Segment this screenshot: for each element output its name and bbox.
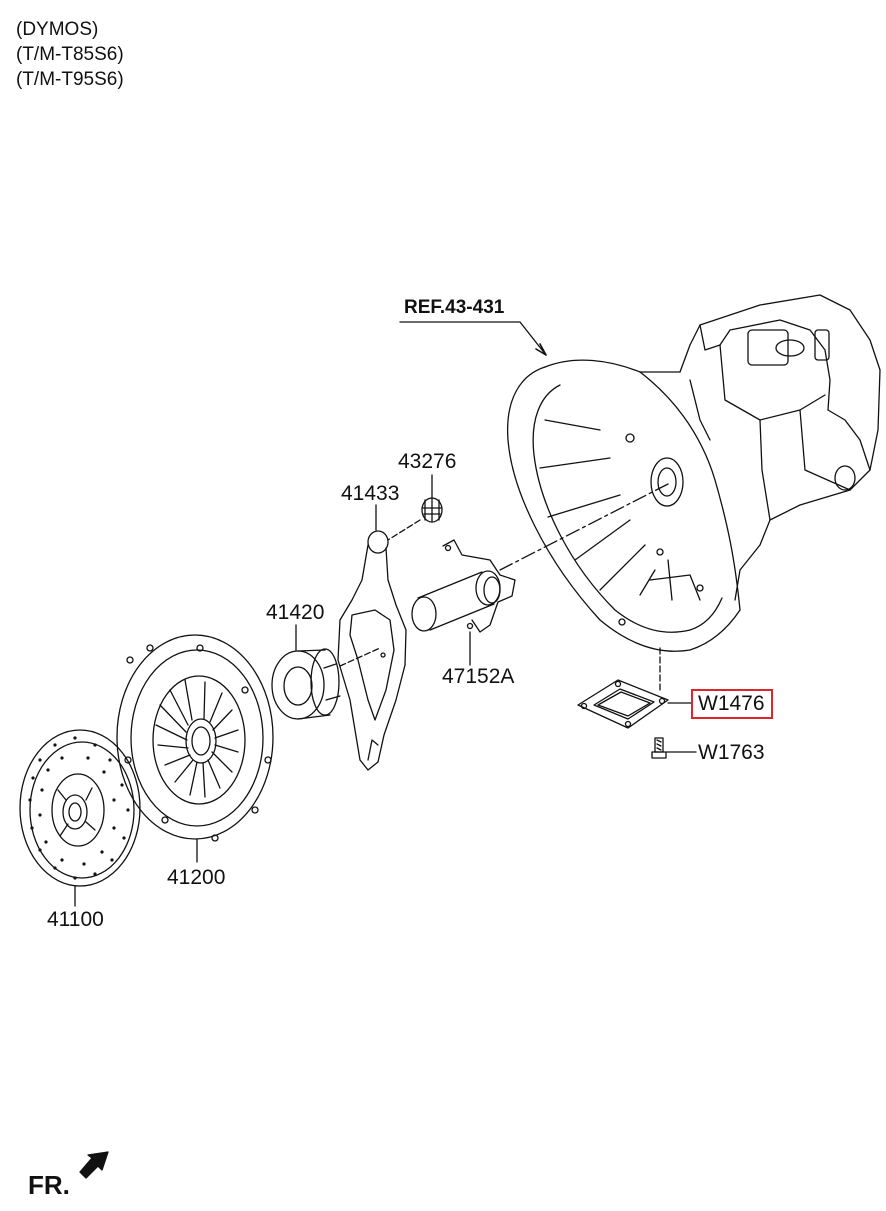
part-41433-fork (337, 530, 407, 771)
reference-label: REF.43-431 (404, 297, 505, 318)
header-line-2: (T/M-T85S6) (16, 44, 124, 65)
part-label-41100[interactable]: 41100 (47, 908, 104, 931)
part-label-w1763[interactable]: W1763 (698, 741, 765, 764)
part-w1476-cover (577, 679, 669, 729)
ref-leader-arrow (399, 321, 547, 356)
highlight-box-w1476 (691, 689, 773, 719)
part-label-w1476[interactable]: W1476 (698, 692, 765, 715)
part-41100-clutch-disc (19, 729, 141, 887)
header-line-1: (DYMOS) (16, 19, 99, 40)
part-label-47152a[interactable]: 47152A (442, 665, 515, 688)
part-47152a-sleeve (411, 539, 516, 633)
centerline-fork (387, 519, 421, 541)
header-line-3: (T/M-T95S6) (16, 69, 124, 90)
part-label-43276[interactable]: 43276 (398, 450, 457, 473)
centerline (499, 483, 669, 571)
part-41200-pressure-plate (116, 634, 274, 842)
part-w1763-bolt (651, 737, 667, 759)
front-arrow-icon (79, 1151, 109, 1179)
transmission-housing (506, 294, 881, 652)
part-label-41200[interactable]: 41200 (167, 866, 226, 889)
part-label-41420[interactable]: 41420 (266, 601, 325, 624)
part-label-41433[interactable]: 41433 (341, 482, 400, 505)
part-43276-pivot (421, 497, 443, 523)
front-indicator-label: FR. (28, 1170, 70, 1200)
part-41420-bearing (271, 647, 381, 720)
